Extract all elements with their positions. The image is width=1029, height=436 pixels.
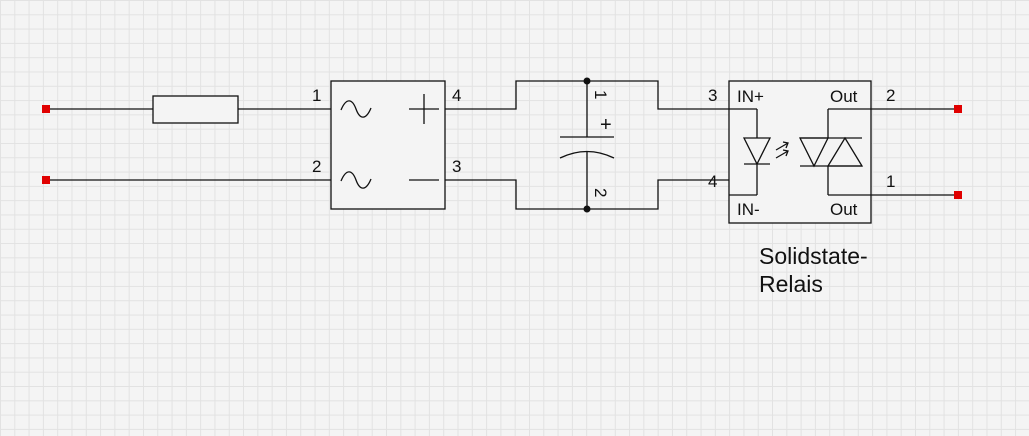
relay-pin-3: 3 xyxy=(708,86,717,105)
capacitor-pin-2: 2 xyxy=(591,188,610,197)
bridge-pin-4: 4 xyxy=(452,86,461,105)
led-icon xyxy=(729,108,789,196)
relay-label-in-minus: IN- xyxy=(737,200,760,219)
plus-icon xyxy=(409,94,439,124)
solid-state-relay[interactable] xyxy=(728,80,872,224)
bridge-pin-2: 2 xyxy=(312,157,321,176)
relay-caption-line-1: Solidstate- xyxy=(759,243,868,269)
relay-pin-1: 1 xyxy=(886,172,895,191)
capacitor-pin-1: 1 xyxy=(591,90,610,99)
relay-label-in-plus: IN+ xyxy=(737,87,764,106)
relay-pin-2: 2 xyxy=(886,86,895,105)
resistor[interactable] xyxy=(152,95,239,124)
triac-icon xyxy=(798,108,871,196)
junction-dot-bottom xyxy=(583,205,591,213)
bridge-rectifier[interactable] xyxy=(330,80,446,210)
output-terminal-bottom[interactable] xyxy=(954,191,962,199)
relay-label-out-bottom: Out xyxy=(830,200,858,219)
capacitor[interactable] xyxy=(559,81,615,209)
bridge-pin-3: 3 xyxy=(452,157,461,176)
capacitor-polarity: + xyxy=(600,114,612,136)
input-terminal-top[interactable] xyxy=(42,105,50,113)
input-terminal-bottom[interactable] xyxy=(42,176,50,184)
ac-tilde-icon-bottom xyxy=(340,171,372,189)
junction-dot-top xyxy=(583,77,591,85)
relay-label-out-top: Out xyxy=(830,87,858,106)
ac-tilde-icon-top xyxy=(340,100,372,118)
relay-pin-4: 4 xyxy=(708,172,717,191)
bridge-pin-1: 1 xyxy=(312,86,321,105)
output-terminal-top[interactable] xyxy=(954,105,962,113)
relay-caption-line-2: Relais xyxy=(759,271,823,297)
